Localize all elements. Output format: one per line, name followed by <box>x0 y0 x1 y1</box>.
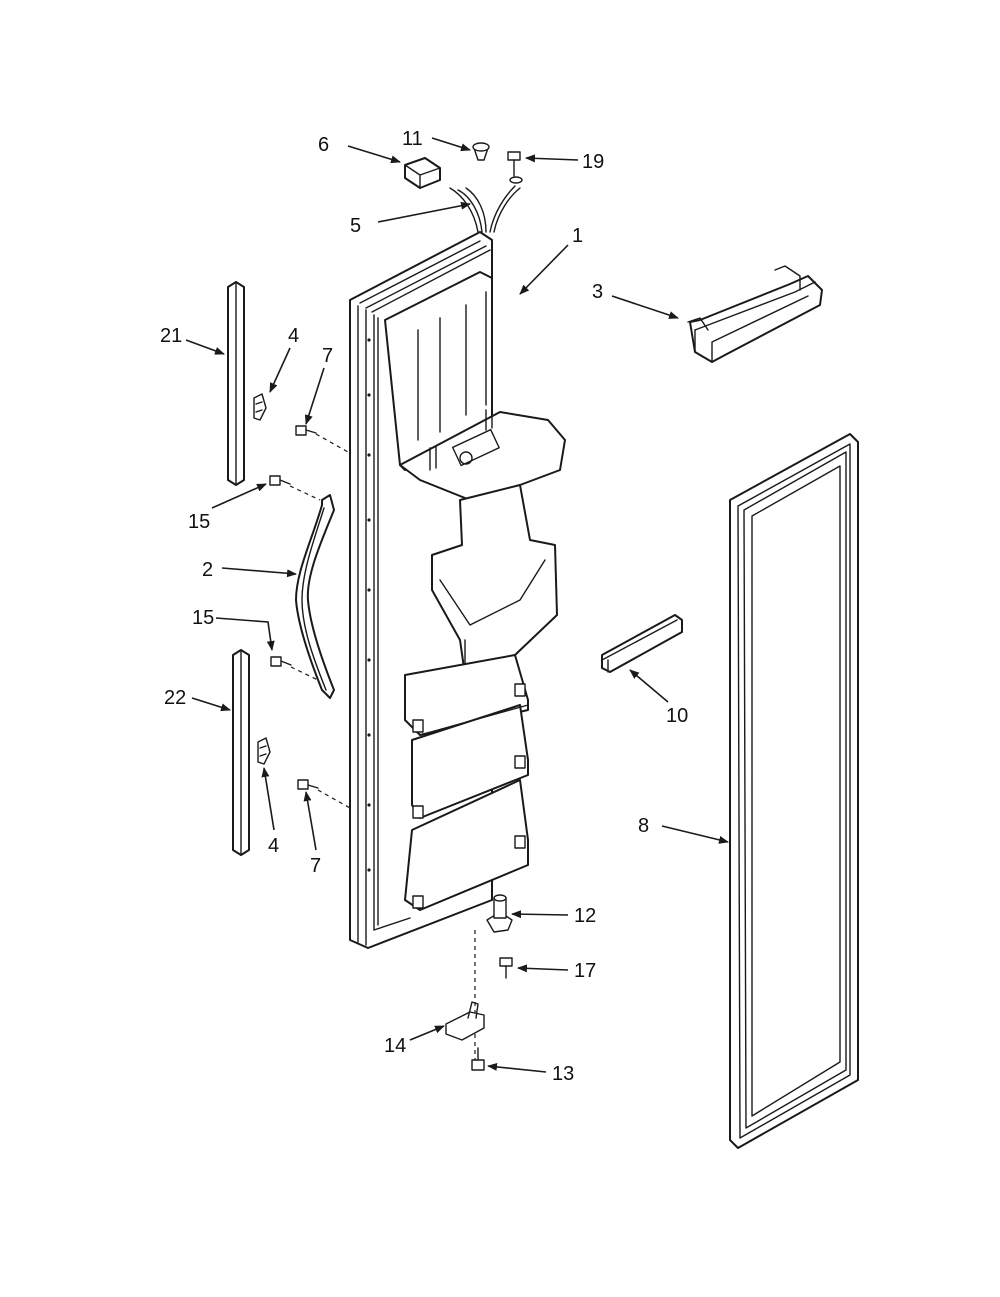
handle-trim-lower <box>232 649 250 856</box>
handle-clip-upper <box>253 393 267 421</box>
callout-15-lower: 15 <box>192 607 214 629</box>
callout-19: 19 <box>582 151 604 173</box>
callout-22: 22 <box>164 687 186 709</box>
callout-11: 11 <box>402 128 423 150</box>
flange-holes <box>367 338 371 872</box>
wire-harness <box>449 185 521 233</box>
callout-7-lower: 7 <box>310 855 321 877</box>
hinge-bushing <box>486 894 513 933</box>
callout-3: 3 <box>592 281 603 303</box>
callout-12: 12 <box>574 905 596 927</box>
shelf-clips <box>412 683 526 909</box>
callout-labels: 6 11 19 5 1 3 21 4 7 15 2 15 22 4 7 10 8… <box>160 128 688 1085</box>
callout-21: 21 <box>160 325 182 347</box>
callout-10: 10 <box>666 705 688 727</box>
callout-17: 17 <box>574 960 596 982</box>
callout-5: 5 <box>350 215 361 237</box>
callout-2: 2 <box>202 559 213 581</box>
ground-screw <box>507 151 523 184</box>
fastener-clip <box>472 142 490 161</box>
door-handle <box>295 494 335 699</box>
leader-lines <box>185 137 729 1073</box>
callout-14: 14 <box>384 1035 406 1057</box>
trim-piece <box>601 614 683 673</box>
callout-7-upper: 7 <box>322 345 333 367</box>
callout-4-upper: 4 <box>288 325 299 347</box>
callout-8: 8 <box>638 815 649 837</box>
door-panel <box>349 231 566 949</box>
door-gasket <box>729 433 859 1149</box>
handle-clip-lower <box>257 737 271 765</box>
screw-lower-7 <box>297 779 351 809</box>
callout-1: 1 <box>572 225 583 247</box>
hinge-bottom-screw <box>471 1047 485 1071</box>
door-shelf <box>687 265 823 363</box>
screw-upper-15 <box>269 475 321 501</box>
bottom-hinge <box>445 1001 485 1041</box>
callout-15-upper: 15 <box>188 511 210 533</box>
callout-4-lower: 4 <box>268 835 279 857</box>
wire-connector <box>404 157 441 189</box>
hinge-screw <box>499 957 513 979</box>
screw-lower-15 <box>270 656 323 683</box>
callout-13: 13 <box>552 1063 574 1085</box>
screw-upper-7 <box>295 425 349 453</box>
handle-trim-upper <box>227 281 245 486</box>
callout-6: 6 <box>318 134 329 156</box>
